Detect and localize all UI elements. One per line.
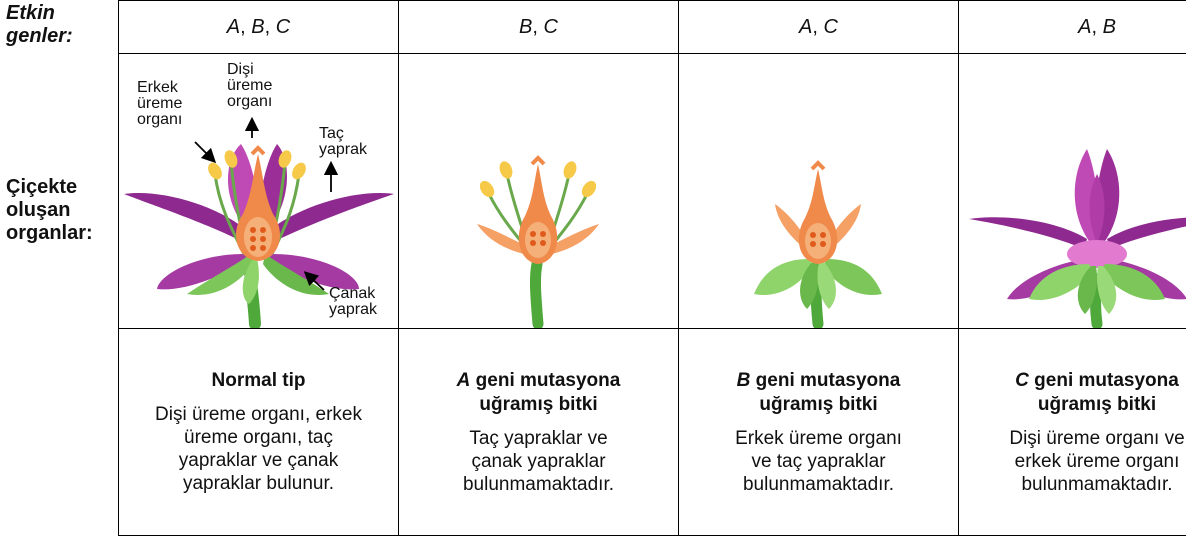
- petal-label-line2: yaprak: [319, 142, 367, 158]
- genes-cell-a-mutant: B, C: [399, 1, 679, 54]
- sepal-label-line2: yaprak: [329, 302, 377, 318]
- flowers-row: Erkek üreme organı Dişi üreme organı Taç…: [119, 54, 1186, 329]
- stem: [535, 264, 538, 324]
- sepal-label-line1: Çanak: [329, 286, 377, 302]
- petal-label-line1: Taç: [319, 126, 367, 142]
- title-gene-letter: C: [1015, 370, 1029, 391]
- description-cell-a-mutant: A geni mutasyona uğramış bitki Taç yaprak…: [399, 329, 679, 536]
- pistil-label-line3: organı: [227, 94, 272, 110]
- gene-letter: B: [519, 16, 532, 38]
- gene-letter: B: [1103, 16, 1116, 38]
- description-line: Dişi üreme organı, erkek: [127, 403, 390, 426]
- description-title: A geni mutasyona uğramış bitki: [407, 369, 670, 417]
- a-mutant-flower-illustration: [399, 54, 678, 328]
- genes-cell-c-mutant: A, B: [959, 1, 1186, 54]
- title-text: geni mutasyona: [470, 370, 620, 391]
- gene-letter: C: [276, 16, 290, 38]
- description-line: yapraklar bulunur.: [127, 472, 390, 495]
- genes-row-label: Etkin genler:: [6, 2, 73, 48]
- title-text: geni mutasyona: [750, 370, 900, 391]
- petal-label: Taç yaprak: [319, 126, 367, 158]
- organs-row-label: Çiçekte oluşan organlar:: [6, 176, 93, 245]
- gene-letter: A: [1078, 16, 1091, 38]
- description-line: Erkek üreme organı: [687, 427, 950, 450]
- genes-cell-normal: A, B, C: [119, 1, 399, 54]
- pistil: [799, 163, 837, 264]
- pistil-label-line1: Dişi: [227, 62, 272, 78]
- description-line: bulunmamaktadır.: [967, 473, 1186, 496]
- description-line: ve taç yapraklar: [687, 450, 950, 473]
- pistil: [519, 158, 557, 264]
- genes-label-line2: genler:: [6, 25, 73, 48]
- description-line: Dişi üreme organı ve: [967, 427, 1186, 450]
- title-text: geni mutasyona: [1029, 370, 1179, 391]
- flower-cell-normal: Erkek üreme organı Dişi üreme organı Taç…: [119, 54, 399, 329]
- description-line: çanak yapraklar: [407, 450, 670, 473]
- description-title: Normal tip: [127, 369, 390, 393]
- stamen-label-line1: Erkek: [137, 80, 182, 96]
- b-mutant-flower-illustration: [679, 54, 958, 328]
- genes-label-line1: Etkin: [6, 2, 73, 25]
- sepal-label: Çanak yaprak: [329, 286, 377, 318]
- title-text-line2: uğramış bitki: [479, 394, 597, 415]
- gene-letter: A: [799, 16, 812, 38]
- title-text-line2: uğramış bitki: [1038, 394, 1156, 415]
- gene-letter: C: [824, 16, 838, 38]
- description-line: Taç yapraklar ve: [407, 427, 670, 450]
- flower-cell-a-mutant: [399, 54, 679, 329]
- description-line: üreme organı, taç: [127, 426, 390, 449]
- description-row: Normal tip Dişi üreme organı, erkek ürem…: [119, 329, 1186, 536]
- stamen-label-line3: organı: [137, 112, 182, 128]
- gene-letter: B: [251, 16, 264, 38]
- flower-cell-b-mutant: [679, 54, 959, 329]
- genes-row: A, B, C B, C A, C A, B: [119, 1, 1186, 54]
- pistil-label-line2: üreme: [227, 78, 272, 94]
- description-line: erkek üreme organı: [967, 450, 1186, 473]
- title-gene-letter: A: [457, 370, 471, 391]
- description-title: C geni mutasyona uğramış bitki: [967, 369, 1186, 417]
- stamen-label-line2: üreme: [137, 96, 182, 112]
- gene-separator: ,: [240, 16, 246, 38]
- c-mutant-flower-illustration: [959, 54, 1186, 328]
- title-gene-letter: B: [737, 370, 751, 391]
- gene-letter: C: [544, 16, 558, 38]
- genes-cell-b-mutant: A, C: [679, 1, 959, 54]
- description-line: bulunmamaktadır.: [407, 473, 670, 496]
- flower-cell-c-mutant: [959, 54, 1186, 329]
- organs-label-line2: oluşan: [6, 199, 93, 222]
- gene-letter: A: [227, 16, 240, 38]
- organs-label-line1: Çiçekte: [6, 176, 93, 199]
- organs-label-line3: organlar:: [6, 222, 93, 245]
- description-cell-normal: Normal tip Dişi üreme organı, erkek ürem…: [119, 329, 399, 536]
- title-text: Normal tip: [212, 370, 306, 391]
- abc-model-table: A, B, C B, C A, C A, B: [118, 0, 1186, 536]
- description-line: yapraklar ve çanak: [127, 449, 390, 472]
- description-title: B geni mutasyona uğramış bitki: [687, 369, 950, 417]
- description-cell-b-mutant: B geni mutasyona uğramış bitki Erkek ürem…: [679, 329, 959, 536]
- title-text-line2: uğramış bitki: [759, 394, 877, 415]
- stamen-label: Erkek üreme organı: [137, 80, 182, 128]
- description-cell-c-mutant: C geni mutasyona uğramış bitki Dişi üreme…: [959, 329, 1186, 536]
- pistil-label: Dişi üreme organı: [227, 62, 272, 110]
- description-line: bulunmamaktadır.: [687, 473, 950, 496]
